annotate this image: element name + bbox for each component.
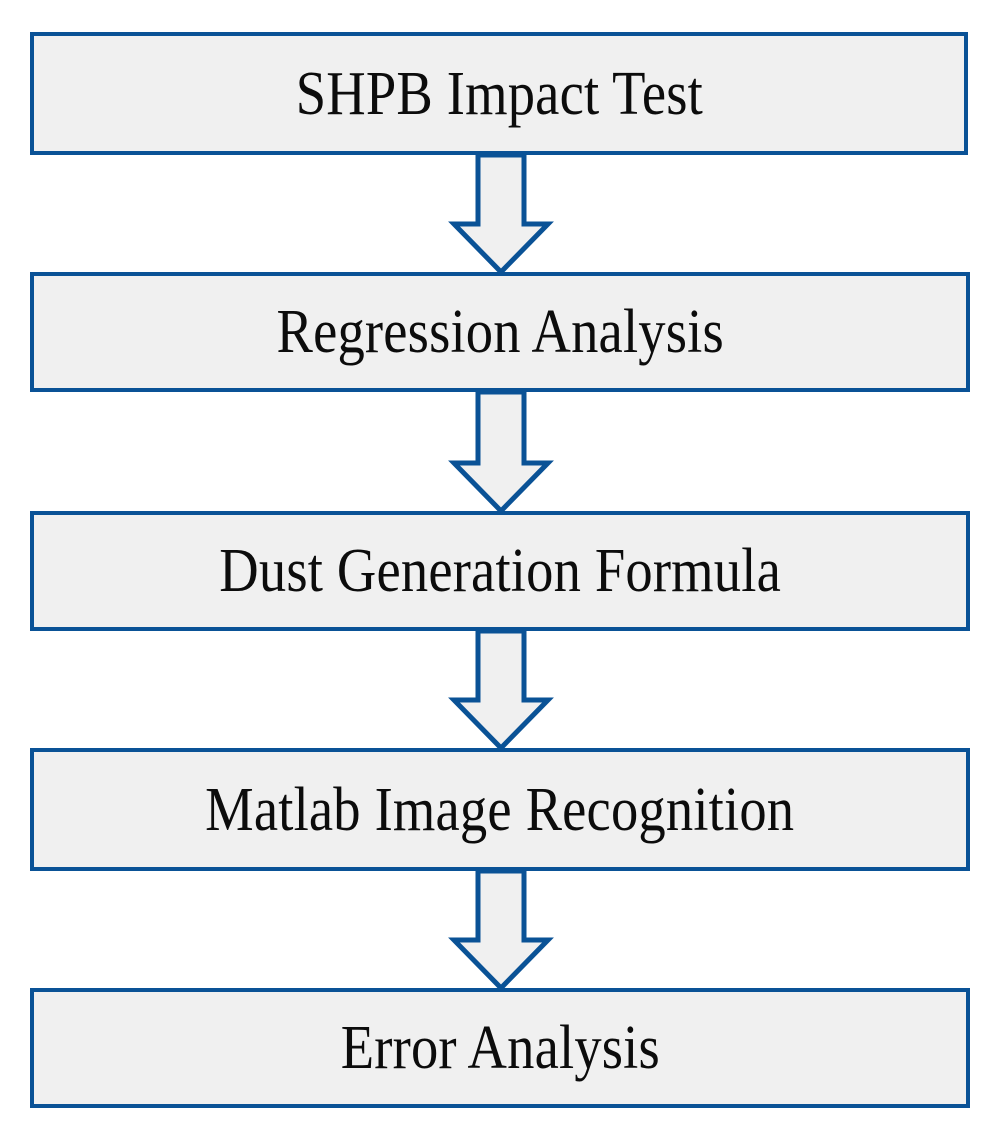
- arrow-formula-to-matlab: [448, 628, 554, 752]
- arrow-matlab-to-error: [448, 868, 554, 992]
- arrow-regression-to-formula: [448, 389, 554, 515]
- flow-node-dust-generation-formula[interactable]: Dust Generation Formula: [30, 511, 970, 631]
- flow-node-error-analysis[interactable]: Error Analysis: [30, 988, 970, 1108]
- flow-node-regression-analysis[interactable]: Regression Analysis: [30, 272, 970, 392]
- flow-node-matlab-image-recognition[interactable]: Matlab Image Recognition: [30, 748, 970, 871]
- flow-node-label: Error Analysis: [340, 1014, 660, 1082]
- flow-node-label: Dust Generation Formula: [219, 537, 781, 605]
- arrow-shpb-to-regression: [448, 152, 554, 276]
- flow-node-label: Matlab Image Recognition: [205, 775, 795, 844]
- flow-node-shpb-impact-test[interactable]: SHPB Impact Test: [30, 32, 968, 155]
- flow-node-label: SHPB Impact Test: [295, 59, 703, 128]
- flow-node-label: Regression Analysis: [276, 298, 724, 366]
